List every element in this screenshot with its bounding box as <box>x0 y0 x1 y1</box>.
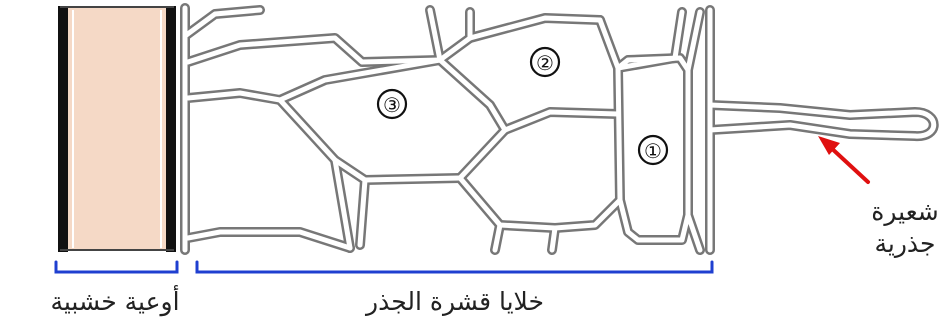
xylem-label: أوعية خشبية <box>50 284 179 317</box>
cell-label-1: ① <box>639 136 667 164</box>
xylem-brace <box>56 262 177 272</box>
cortex-brace <box>197 262 712 272</box>
root-hair-label-line2: جذرية <box>874 229 935 258</box>
svg-text:①: ① <box>644 139 662 163</box>
xylem-vessel <box>60 8 174 250</box>
xylem-wall-right <box>166 6 176 252</box>
xylem-wall-left <box>58 6 68 252</box>
root-hair-label-line1: شعيرة <box>871 197 938 226</box>
svg-text:③: ③ <box>383 93 401 117</box>
cortex-cell-walls <box>185 8 934 250</box>
cell-label-2: ② <box>531 48 559 76</box>
cortex-label: خلايا قشرة الجذر <box>364 287 544 316</box>
cell-label-3: ③ <box>378 90 406 118</box>
root-hair-arrow <box>818 136 868 182</box>
svg-text:②: ② <box>536 51 554 75</box>
